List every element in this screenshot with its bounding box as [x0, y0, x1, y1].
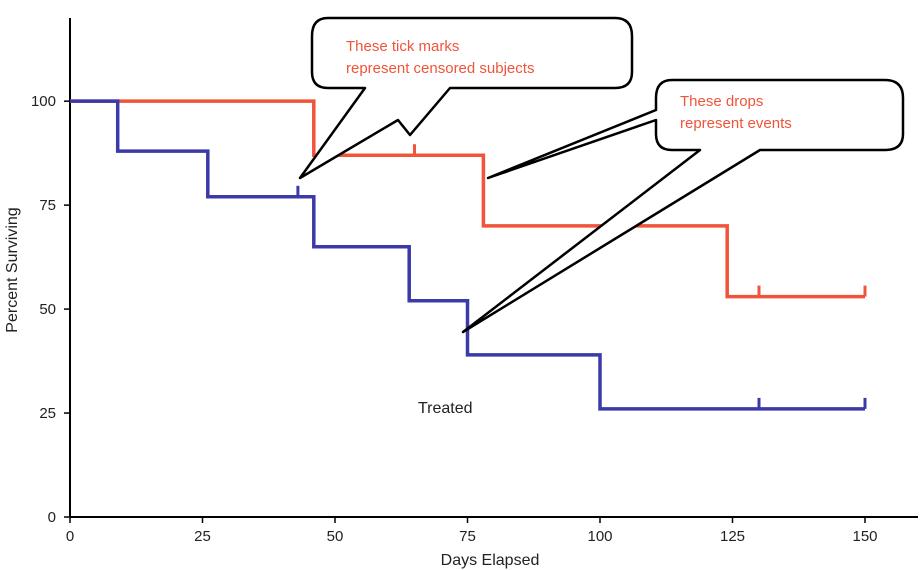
y-tick-label: 0 [48, 509, 56, 526]
callout-censored: These tick marks represent censored subj… [298, 16, 634, 180]
x-tick-label: 0 [66, 528, 74, 545]
callout-censored-bubble [298, 16, 634, 180]
series-1-step-line [70, 99, 865, 299]
x-tick-label: 25 [194, 528, 211, 545]
y-tick-label: 50 [39, 301, 56, 318]
x-tick-label: 100 [587, 528, 612, 545]
callout-censored-line-1: These tick marks [346, 38, 459, 55]
y-tick-label: 75 [39, 197, 56, 214]
callout-events-line-2: represent events [680, 115, 792, 132]
series-1 [70, 99, 867, 299]
x-tick-label: 125 [720, 528, 745, 545]
callout-censored-line-2: represent censored subjects [346, 60, 534, 77]
series-2 [70, 99, 867, 411]
y-tick-label: 25 [39, 405, 56, 422]
callout-events-bubble [461, 78, 905, 334]
x-axis-title: Days Elapsed [441, 552, 540, 569]
series-2-step-line [70, 99, 865, 411]
x-tick-label: 150 [852, 528, 877, 545]
series-label-treated: Treated [418, 400, 473, 417]
x-tick-label: 50 [327, 528, 344, 545]
y-axis-title: Percent Surviving [4, 207, 21, 332]
series-layer [70, 99, 867, 411]
y-tick-label: 100 [31, 93, 56, 110]
ticks: 0 25 50 75 100 125 150 0 25 50 75 100 [31, 93, 878, 545]
callout-events-line-1: These drops [680, 93, 763, 110]
callout-events: These drops represent events [461, 78, 905, 334]
x-tick-label: 75 [459, 528, 476, 545]
